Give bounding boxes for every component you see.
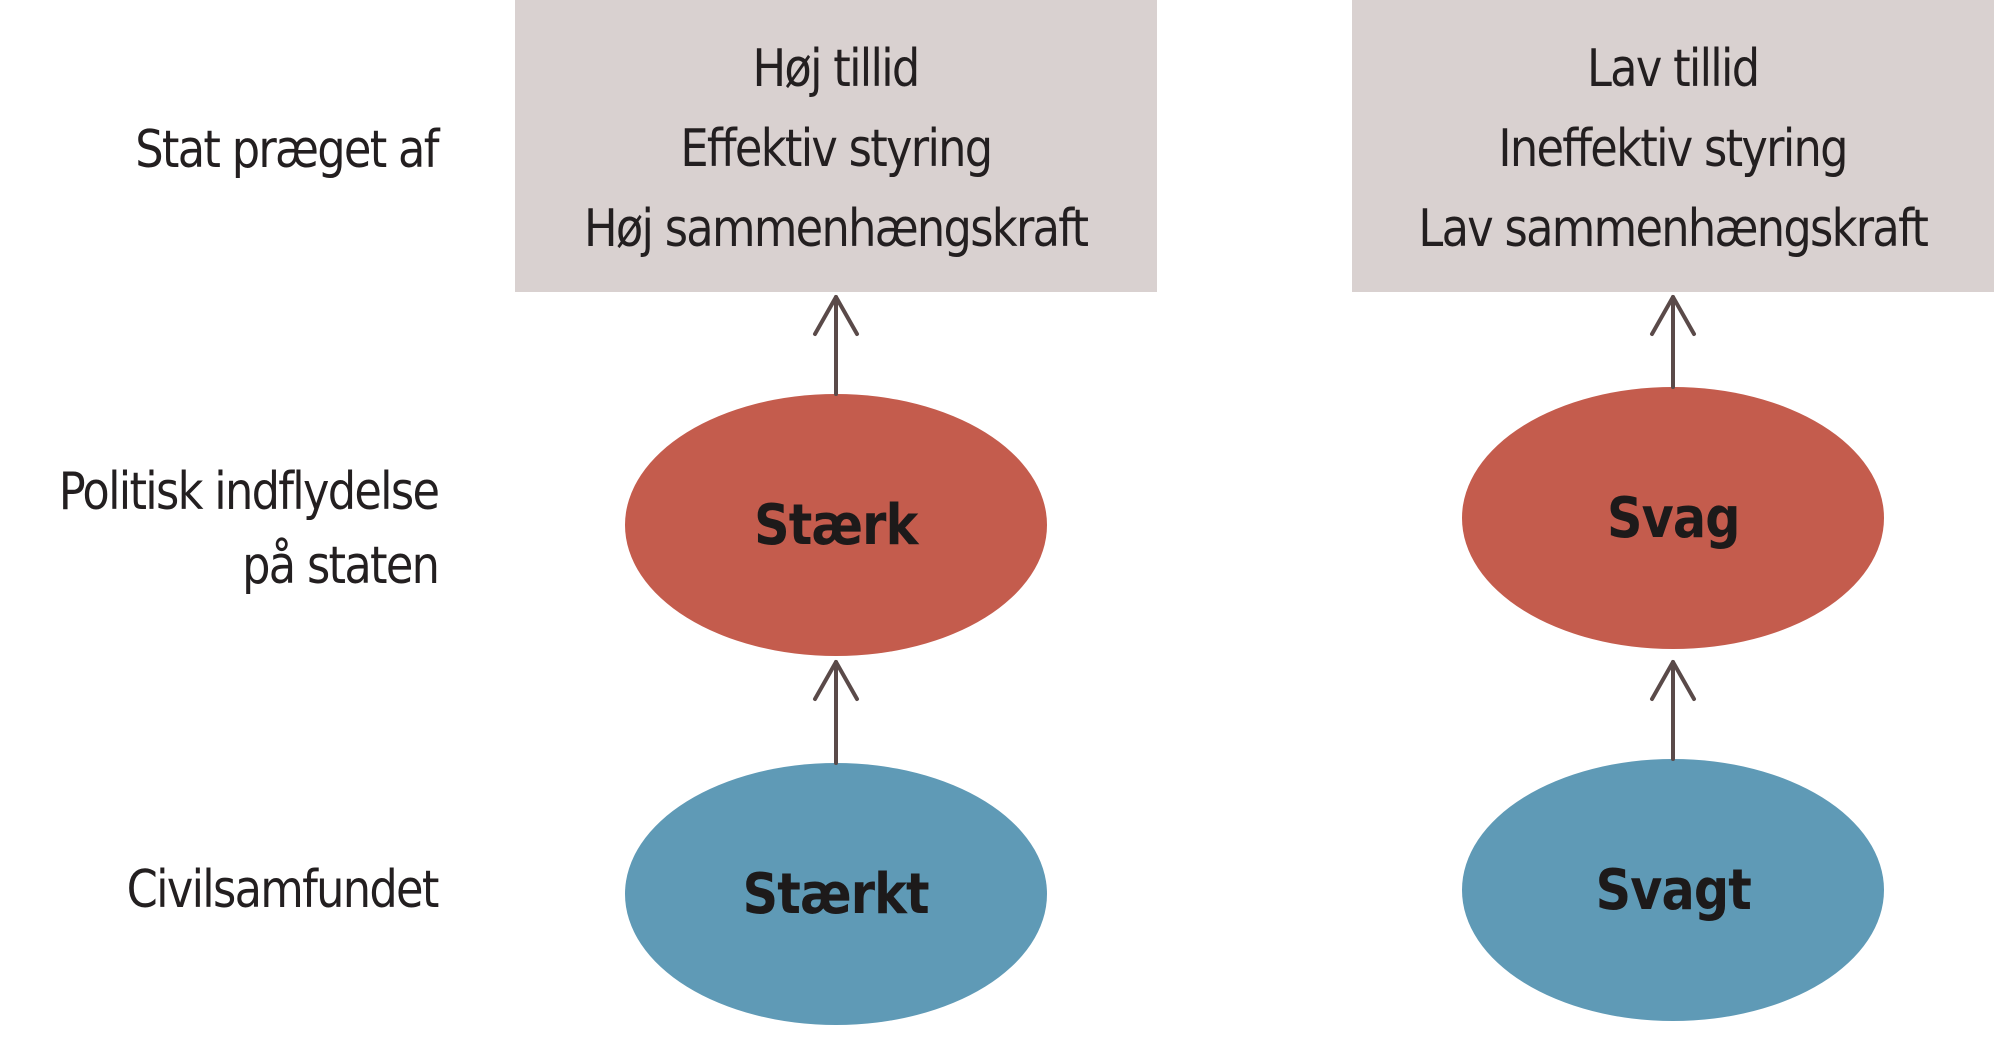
arrow-up-icon — [813, 295, 859, 396]
state-box-line: Lav tillid — [1587, 39, 1760, 99]
state-box-line: Ineffektiv styring — [1498, 119, 1849, 179]
row-label-influence-line-2: på staten — [241, 536, 440, 596]
civil-society-ellipse-label: Stærkt — [742, 861, 930, 927]
civil-society-ellipse-strong: Stærkt — [625, 763, 1047, 1025]
state-box-line: Høj tillid — [752, 39, 921, 99]
row-label-influence-line-1: Politisk indflydelse — [58, 462, 440, 522]
civil-society-ellipse-label: Svagt — [1595, 857, 1751, 923]
influence-ellipse-weak: Svag — [1462, 387, 1884, 649]
civil-society-ellipse-weak: Svagt — [1462, 759, 1884, 1021]
state-box-high-trust: Høj tillid Effektiv styring Høj sammenhæ… — [515, 0, 1157, 292]
arrow-up-icon — [1650, 295, 1696, 389]
row-label-state-text: Stat præget af — [135, 120, 440, 180]
state-box-line: Lav sammenhængskraft — [1418, 199, 1929, 259]
state-box-low-trust: Lav tillid Ineffektiv styring Lav sammen… — [1352, 0, 1994, 292]
state-box-line: Høj sammenhængskraft — [584, 199, 1089, 259]
influence-ellipse-label: Svag — [1606, 485, 1741, 551]
row-label-state: Stat præget af — [135, 113, 440, 187]
arrow-up-icon — [813, 660, 859, 765]
state-box-line: Effektiv styring — [680, 119, 993, 179]
influence-ellipse-label: Stærk — [754, 492, 918, 558]
row-label-civil-society: Civilsamfundet — [126, 853, 440, 927]
row-label-influence: Politisk indflydelse på staten — [58, 455, 440, 603]
arrow-up-icon — [1650, 660, 1696, 761]
influence-ellipse-strong: Stærk — [625, 394, 1047, 656]
row-label-civil-society-text: Civilsamfundet — [126, 860, 440, 920]
